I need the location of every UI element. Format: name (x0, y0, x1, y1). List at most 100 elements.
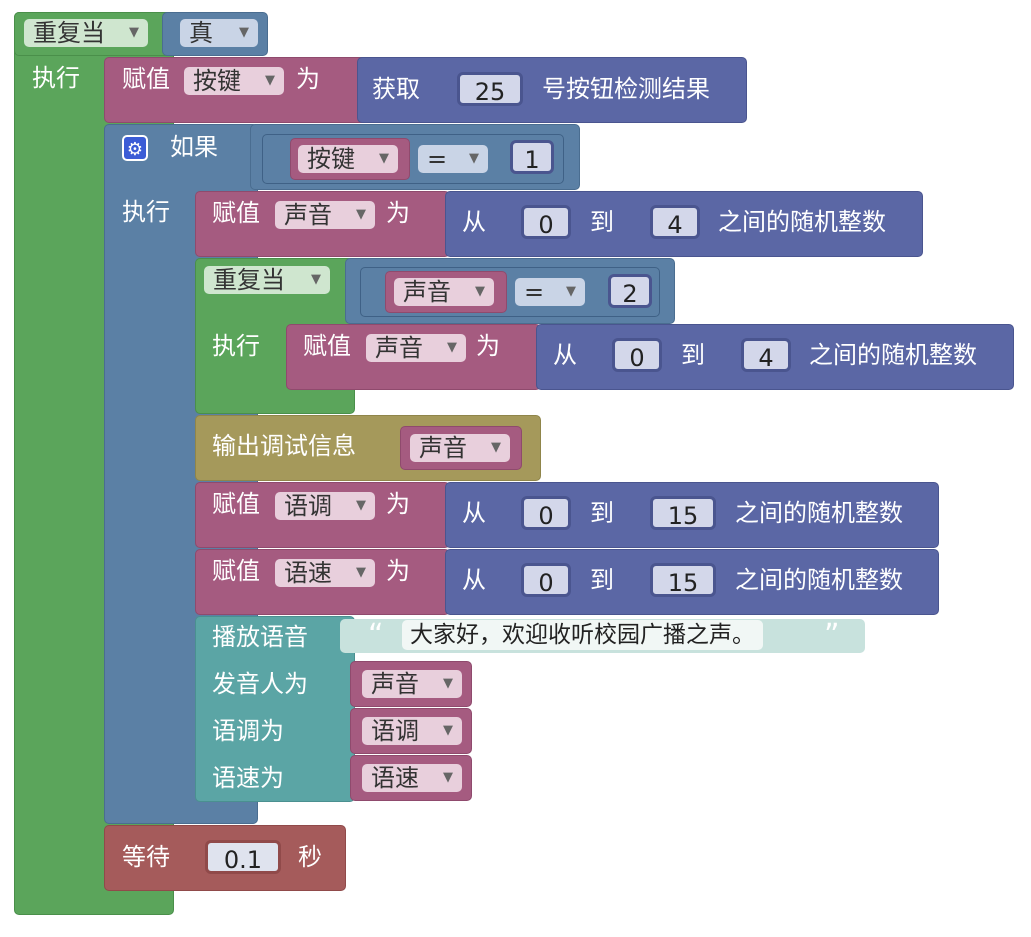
triangle-down-icon: ▼ (475, 284, 485, 299)
operator: = (427, 145, 448, 173)
triangle-down-icon: ▼ (265, 73, 275, 88)
inner-value-input[interactable]: 2 (608, 274, 652, 308)
var-name: 语速 (284, 559, 332, 587)
from-value-input[interactable]: 0 (521, 563, 571, 597)
var-name: 按键 (307, 145, 355, 173)
inner-var-dropdown[interactable]: 声音 ▼ (394, 278, 494, 306)
assign-tone-label: 赋值 (212, 490, 260, 518)
to-label: 到 (590, 566, 614, 594)
open-quote-icon: “ (368, 618, 384, 653)
from-value-input[interactable]: 0 (521, 205, 571, 239)
to-value-input[interactable]: 15 (650, 496, 716, 530)
debug-label: 输出调试信息 (212, 432, 356, 460)
speed-var-dropdown[interactable]: 语速 ▼ (362, 764, 462, 792)
wait-label: 等待 (122, 843, 170, 871)
condition-true-dropdown[interactable]: 真▼ (180, 19, 258, 47)
inner-operator-dropdown[interactable]: =▼ (515, 278, 585, 306)
triangle-down-icon: ▼ (566, 284, 576, 299)
if-do-label: 执行 (122, 198, 170, 226)
inner-do-label: 执行 (212, 332, 260, 360)
to-value-input[interactable]: 4 (650, 205, 700, 239)
triangle-down-icon: ▼ (443, 676, 453, 691)
speed-label: 语速为 (212, 764, 284, 792)
operator: = (524, 278, 545, 306)
triangle-down-icon: ▼ (311, 272, 321, 287)
assign-sound-inner-var-dropdown[interactable]: 声音 ▼ (366, 334, 466, 362)
var-name: 按键 (193, 67, 241, 95)
assign-speed-var-dropdown[interactable]: 语速 ▼ (275, 559, 375, 587)
var-name: 声音 (403, 278, 451, 306)
from-label: 从 (553, 341, 577, 369)
assign-sound-as-label: 为 (386, 199, 410, 227)
button-number-input[interactable]: 25 (457, 72, 523, 106)
close-quote-icon: ” (824, 618, 840, 653)
inner-repeat-mode-dropdown[interactable]: 重复当 ▼ (204, 266, 330, 294)
var-name: 声音 (371, 670, 419, 698)
outer-do-label: 执行 (32, 64, 80, 92)
voice-var-dropdown[interactable]: 声音 ▼ (362, 670, 462, 698)
voice-label: 发音人为 (212, 670, 308, 698)
assign-key-label: 赋值 (122, 65, 170, 93)
outer-repeat-mode-dropdown[interactable]: 重复当 ▼ (24, 19, 148, 47)
var-name: 语速 (371, 764, 419, 792)
var-name: 语调 (371, 717, 419, 745)
if-value-input[interactable]: 1 (510, 140, 554, 174)
assign-speed-label: 赋值 (212, 557, 260, 585)
assign-speed-as-label: 为 (386, 557, 410, 585)
tone-var-dropdown[interactable]: 语调 ▼ (362, 717, 462, 745)
from-label: 从 (462, 499, 486, 527)
triangle-down-icon: ▼ (129, 25, 139, 40)
triangle-down-icon: ▼ (443, 770, 453, 785)
triangle-down-icon: ▼ (491, 440, 501, 455)
from-label: 从 (462, 208, 486, 236)
assign-tone-as-label: 为 (386, 490, 410, 518)
play-label: 播放语音 (212, 623, 308, 651)
var-name: 声音 (419, 434, 467, 462)
random-suffix-label: 之间的随机整数 (735, 499, 903, 527)
random-suffix-label: 之间的随机整数 (735, 566, 903, 594)
get-label: 获取 (372, 75, 420, 103)
assign-sound-var-dropdown[interactable]: 声音 ▼ (275, 201, 375, 229)
triangle-down-icon: ▼ (356, 565, 366, 580)
to-label: 到 (681, 341, 705, 369)
triangle-down-icon: ▼ (356, 498, 366, 513)
triangle-down-icon: ▼ (469, 151, 479, 166)
triangle-down-icon: ▼ (447, 340, 457, 355)
if-label: 如果 (170, 133, 218, 161)
var-name: 语调 (284, 492, 332, 520)
assign-tone-var-dropdown[interactable]: 语调 ▼ (275, 492, 375, 520)
to-value-input[interactable]: 15 (650, 563, 716, 597)
debug-var-dropdown[interactable]: 声音 ▼ (410, 434, 510, 462)
inner-repeat-label: 重复当 (213, 266, 285, 294)
gear-icon[interactable]: ⚙ (122, 135, 148, 161)
assign-key-var-dropdown[interactable]: 按键 ▼ (184, 67, 284, 95)
to-label: 到 (590, 499, 614, 527)
var-name: 声音 (375, 334, 423, 362)
tone-label: 语调为 (212, 717, 284, 745)
random-suffix-label: 之间的随机整数 (809, 341, 977, 369)
assign-key-as-label: 为 (296, 65, 320, 93)
assign-sound-inner-label: 赋值 (303, 332, 351, 360)
if-operator-dropdown[interactable]: =▼ (418, 145, 488, 173)
var-name: 声音 (284, 201, 332, 229)
to-value-input[interactable]: 4 (741, 338, 791, 372)
wait-seconds-input[interactable]: 0.1 (205, 840, 281, 874)
condition-value: 真 (189, 19, 213, 47)
from-label: 从 (462, 566, 486, 594)
assign-sound-inner-as-label: 为 (476, 332, 500, 360)
from-value-input[interactable]: 0 (521, 496, 571, 530)
get-suffix-label: 号按钮检测结果 (542, 75, 710, 103)
wait-unit-label: 秒 (298, 843, 322, 871)
random-suffix-label: 之间的随机整数 (718, 208, 886, 236)
triangle-down-icon: ▼ (239, 25, 249, 40)
outer-repeat-label: 重复当 (33, 19, 105, 47)
triangle-down-icon: ▼ (443, 723, 453, 738)
if-var-dropdown[interactable]: 按键 ▼ (298, 145, 398, 173)
get-button-block[interactable] (357, 57, 747, 123)
speech-text-input[interactable]: 大家好，欢迎收听校园广播之声。 (402, 620, 763, 650)
triangle-down-icon: ▼ (356, 207, 366, 222)
speech-text-block[interactable]: “ 大家好，欢迎收听校园广播之声。 ” (340, 619, 865, 653)
assign-sound-label: 赋值 (212, 199, 260, 227)
from-value-input[interactable]: 0 (612, 338, 662, 372)
triangle-down-icon: ▼ (379, 151, 389, 166)
